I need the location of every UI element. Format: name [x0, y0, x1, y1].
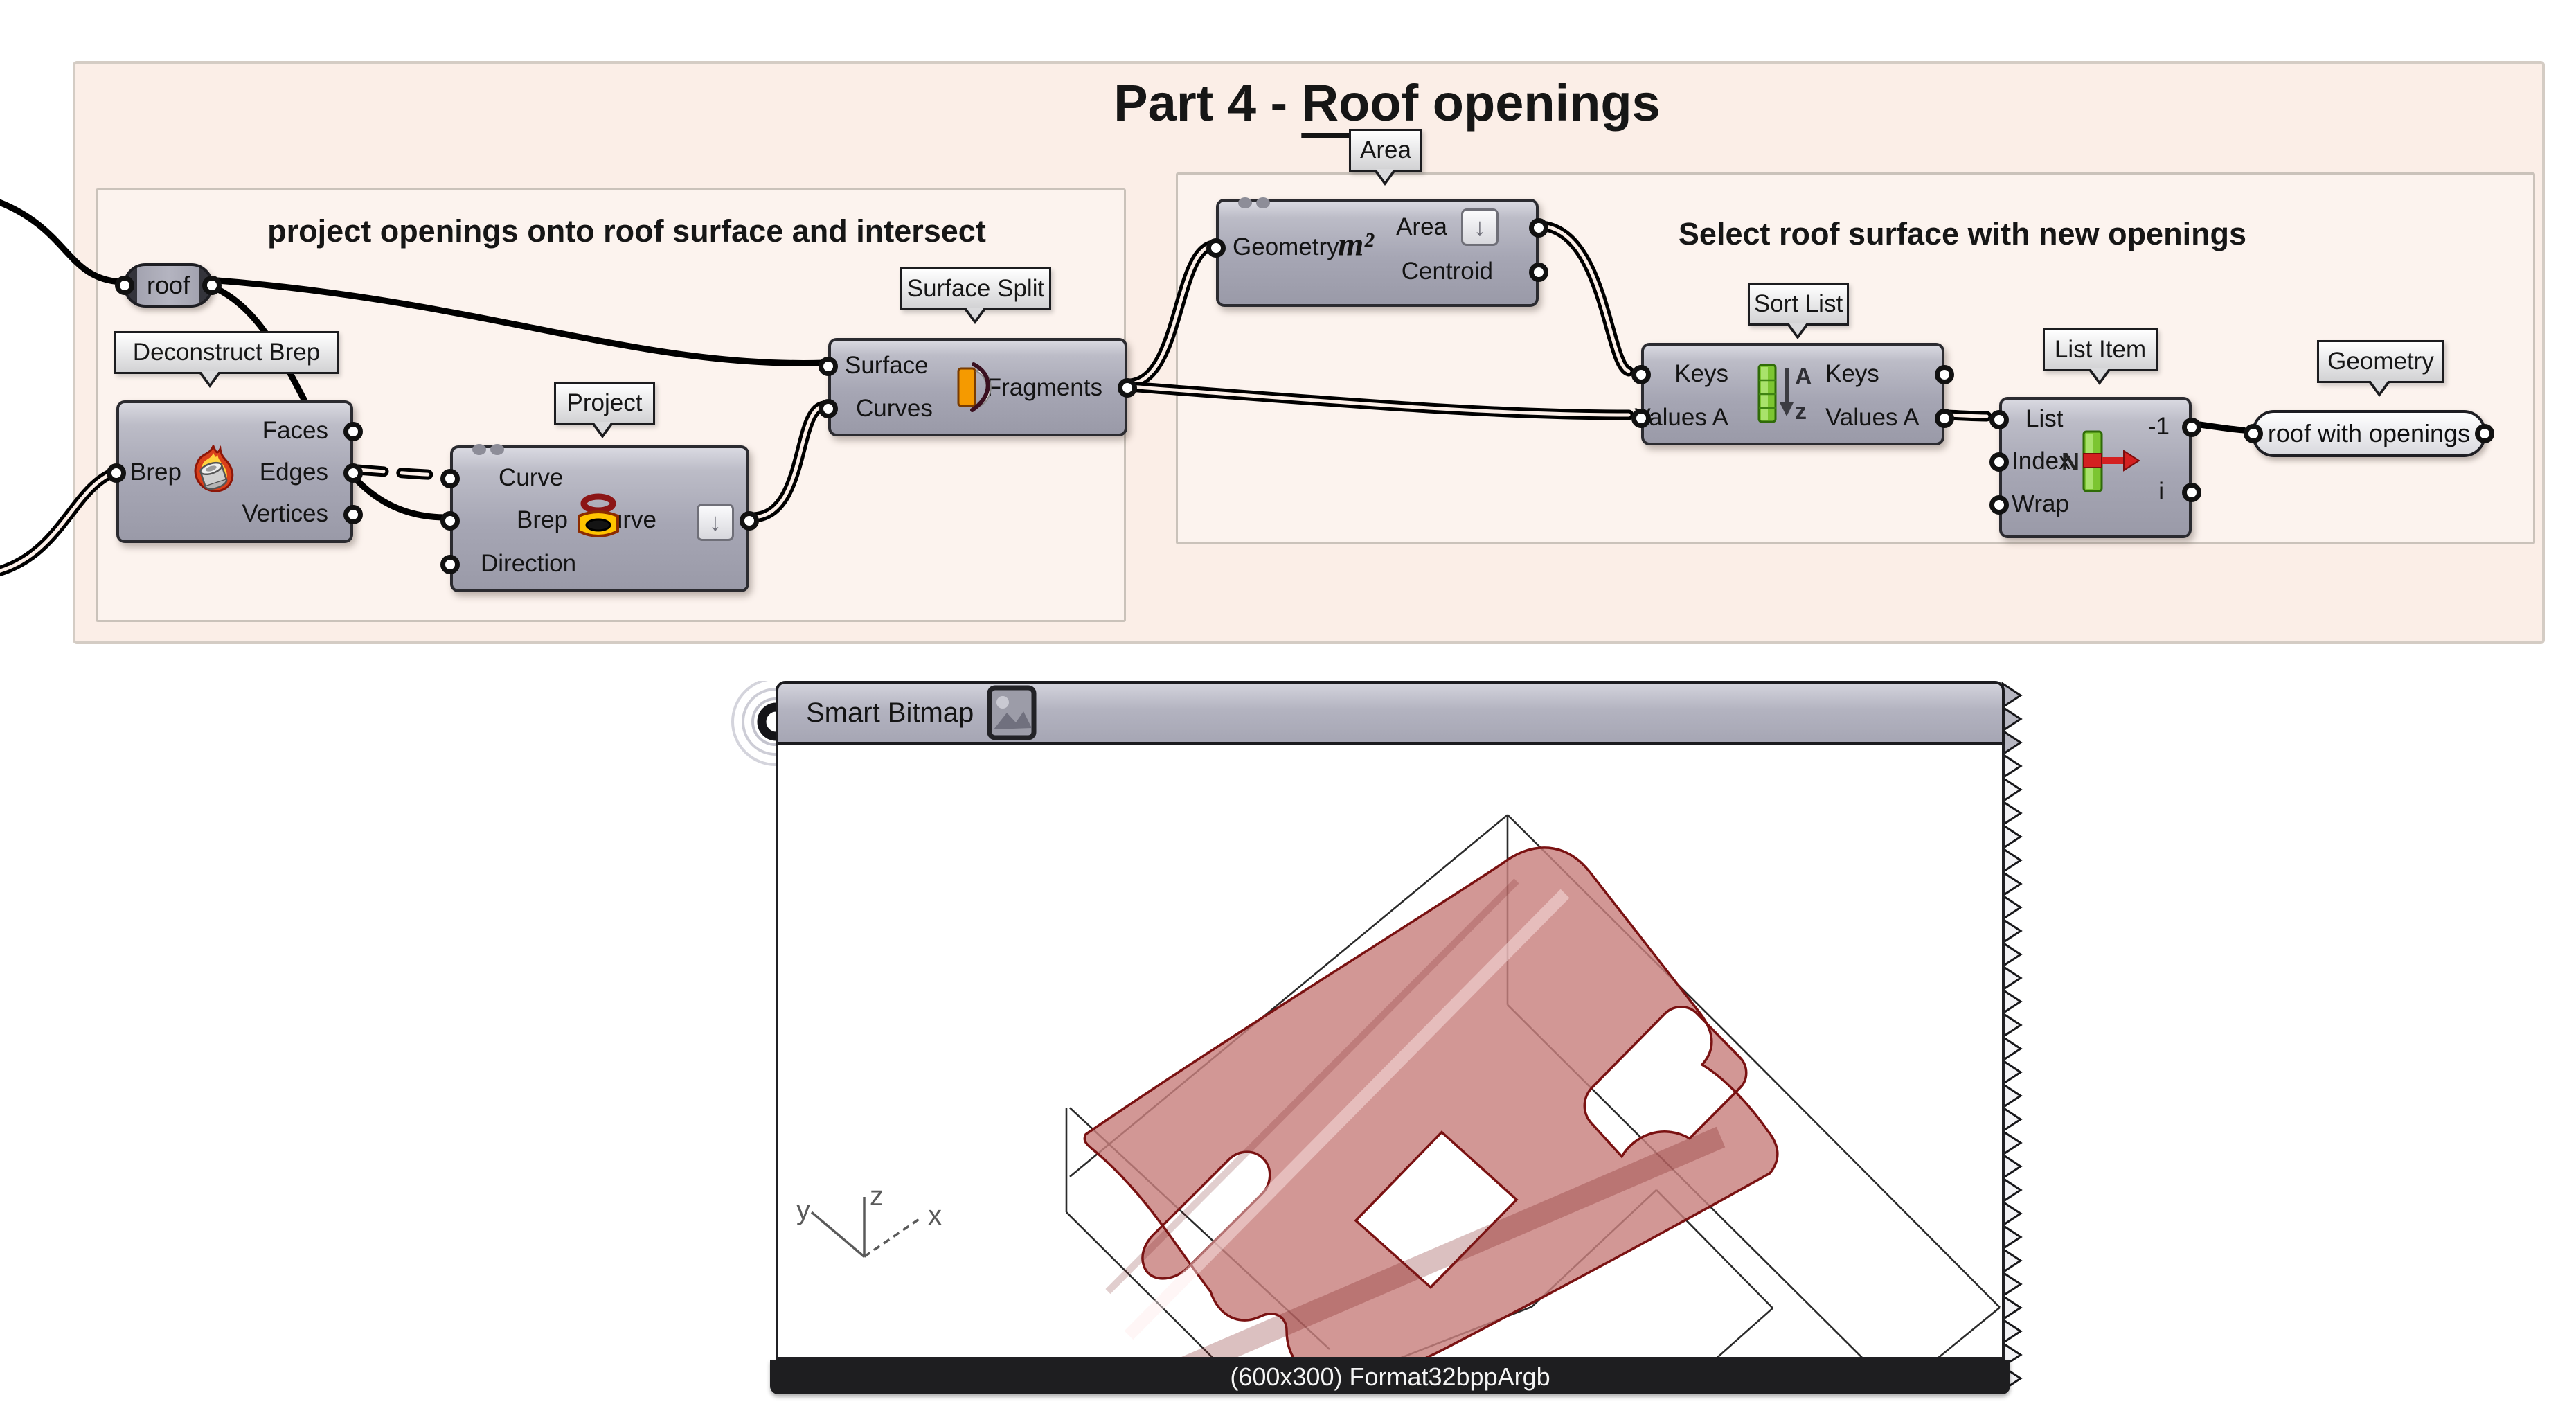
sort-values-in-grip[interactable]	[1631, 409, 1651, 428]
bitmap-preview: y z x	[776, 745, 2005, 1360]
smart-bitmap-titlebar[interactable]: Smart Bitmap	[776, 681, 2005, 745]
profiler-dots-icon	[1238, 197, 1270, 208]
svg-text:z: z	[1795, 398, 1807, 425]
listitem-input-index: Index	[2012, 447, 2071, 474]
roof-pill-input-grip[interactable]	[115, 276, 134, 295]
svg-text:A: A	[1795, 364, 1812, 390]
listitem-input-list: List	[2025, 405, 2064, 432]
flatten-arrow-icon[interactable]: ↓	[1461, 208, 1499, 246]
decon-output-edges: Edges	[259, 459, 328, 486]
group-title: Part 4 - Roof openings	[1113, 73, 1661, 138]
surface-split-component[interactable]: Surface Curves Fragments	[819, 338, 1137, 436]
area-geometry-grip[interactable]	[1206, 238, 1226, 258]
project-curve-out-grip[interactable]	[740, 511, 759, 531]
project-input-brep: Brep	[517, 506, 568, 533]
sort-list-component[interactable]: Keys Values A Keys Values A A z	[1631, 343, 1954, 445]
listitem-wrap-grip[interactable]	[1989, 495, 2009, 515]
axis-y-label: y	[796, 1195, 810, 1225]
sort-keys-in-grip[interactable]	[1631, 365, 1651, 384]
surfsplit-fragments-grip[interactable]	[1118, 378, 1137, 398]
result-pill-input-grip[interactable]	[2244, 424, 2263, 443]
flatten-arrow-icon[interactable]: ↓	[697, 504, 734, 541]
right-subgroup-title: Select roof surface with new openings	[1678, 216, 2247, 251]
balloon-geometry: Geometry	[2317, 340, 2444, 397]
listitem-list-grip[interactable]	[1989, 410, 2009, 429]
axis-triad-icon	[810, 1196, 922, 1258]
sort-keys-out-grip[interactable]	[1935, 365, 1954, 384]
project-curve-in-grip[interactable]	[440, 469, 460, 488]
roof-pill-output-grip[interactable]	[202, 276, 222, 295]
list-item-icon: N	[2061, 430, 2140, 492]
sort-output-keys: Keys	[1825, 360, 1879, 387]
balloon-deconstruct-brep: Deconstruct Brep	[114, 331, 339, 388]
balloon-project: Project	[554, 382, 655, 438]
decon-output-vertices: Vertices	[242, 500, 329, 527]
listitem-i-grip[interactable]	[2182, 483, 2201, 502]
bitmap-status-bar: (600x300) Format32bppArgb	[770, 1360, 2010, 1394]
svg-text:N: N	[2061, 447, 2079, 476]
smart-bitmap-window[interactable]: Smart Bitmap	[731, 681, 2023, 1394]
project-brep-in-grip[interactable]	[440, 511, 460, 531]
area-output-centroid: Centroid	[1401, 258, 1493, 285]
area-centroid-grip[interactable]	[1529, 263, 1548, 282]
project-input-curve: Curve	[499, 464, 564, 491]
surfsplit-input-surface: Surface	[845, 352, 929, 379]
profiler-dots-icon	[472, 444, 504, 455]
listitem-output-i: i	[2158, 478, 2164, 505]
picture-icon	[987, 685, 1037, 740]
axis-z-label: z	[870, 1181, 884, 1211]
window-edge-zigzag[interactable]	[2001, 682, 2023, 1393]
listitem-output-item: -1	[2147, 413, 2170, 440]
listitem-item-grip[interactable]	[2182, 418, 2201, 437]
project-input-direction: Direction	[481, 550, 577, 577]
balloon-list-item: List Item	[2043, 328, 2158, 385]
left-subgroup-title: project openings onto roof surface and i…	[267, 213, 986, 249]
deconstruct-brep-icon	[194, 445, 234, 492]
decon-brep-grip[interactable]	[107, 463, 126, 483]
surfsplit-surface-grip[interactable]	[819, 357, 838, 376]
project-icon	[578, 493, 619, 537]
result-pill-output-grip[interactable]	[2475, 424, 2494, 443]
project-direction-in-grip[interactable]	[440, 555, 460, 574]
decon-input-brep: Brep	[130, 459, 181, 486]
list-item-component[interactable]: List Index Wrap -1 i N	[1989, 397, 2201, 538]
surfsplit-curves-grip[interactable]	[819, 399, 838, 418]
area-m2-icon: m²	[1338, 226, 1374, 263]
area-area-grip[interactable]	[1529, 218, 1548, 238]
decon-edges-grip[interactable]	[343, 463, 363, 483]
surfsplit-output-fragments: Fragments	[986, 374, 1102, 401]
surfsplit-input-curves: Curves	[856, 395, 933, 422]
decon-vertices-grip[interactable]	[343, 505, 363, 524]
balloon-area: Area	[1349, 129, 1422, 186]
area-component[interactable]: Geometry Area Centroid m² ↓	[1206, 197, 1548, 307]
surface-split-icon	[957, 362, 992, 412]
sort-values-out-grip[interactable]	[1935, 409, 1954, 428]
sort-input-keys: Keys	[1674, 360, 1728, 387]
result-pill-label: roof with openings	[2267, 419, 2471, 447]
deconstruct-brep-component[interactable]: Brep Faces Edges Vertices	[107, 400, 363, 543]
roof-with-openings-pill[interactable]: roof with openings	[2244, 410, 2494, 457]
smart-bitmap-title: Smart Bitmap	[806, 697, 974, 728]
balloon-sort-list: Sort List	[1748, 283, 1849, 339]
area-output-area: Area	[1396, 213, 1447, 240]
sort-output-values: Values A	[1825, 404, 1920, 431]
axis-x-label: x	[928, 1200, 942, 1231]
balloon-surface-split: Surface Split	[900, 267, 1051, 324]
decon-faces-grip[interactable]	[343, 422, 363, 441]
listitem-input-wrap: Wrap	[2012, 490, 2069, 517]
roof-data-pill[interactable]: roof	[115, 263, 222, 308]
sort-list-icon: A z	[1757, 364, 1812, 425]
roof-pill-label: roof	[146, 271, 190, 299]
project-component[interactable]: Curve Brep Direction Curve ↓	[440, 444, 759, 592]
area-input-geometry: Geometry	[1233, 233, 1339, 260]
roof-3d-render: y z x	[796, 814, 2001, 1357]
listitem-index-grip[interactable]	[1989, 452, 2009, 472]
decon-output-faces: Faces	[262, 417, 328, 444]
